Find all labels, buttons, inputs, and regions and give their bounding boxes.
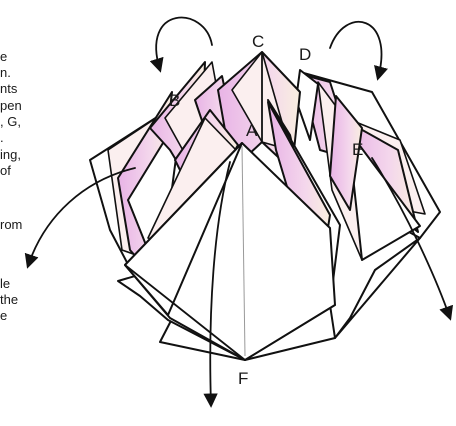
curved-arrow-right bbox=[330, 22, 381, 78]
label-d: D bbox=[299, 45, 311, 64]
label-f: F bbox=[238, 369, 248, 388]
label-c: C bbox=[252, 32, 264, 51]
label-a: A bbox=[246, 121, 258, 140]
label-b: B bbox=[169, 91, 180, 110]
label-e: E bbox=[352, 140, 363, 159]
